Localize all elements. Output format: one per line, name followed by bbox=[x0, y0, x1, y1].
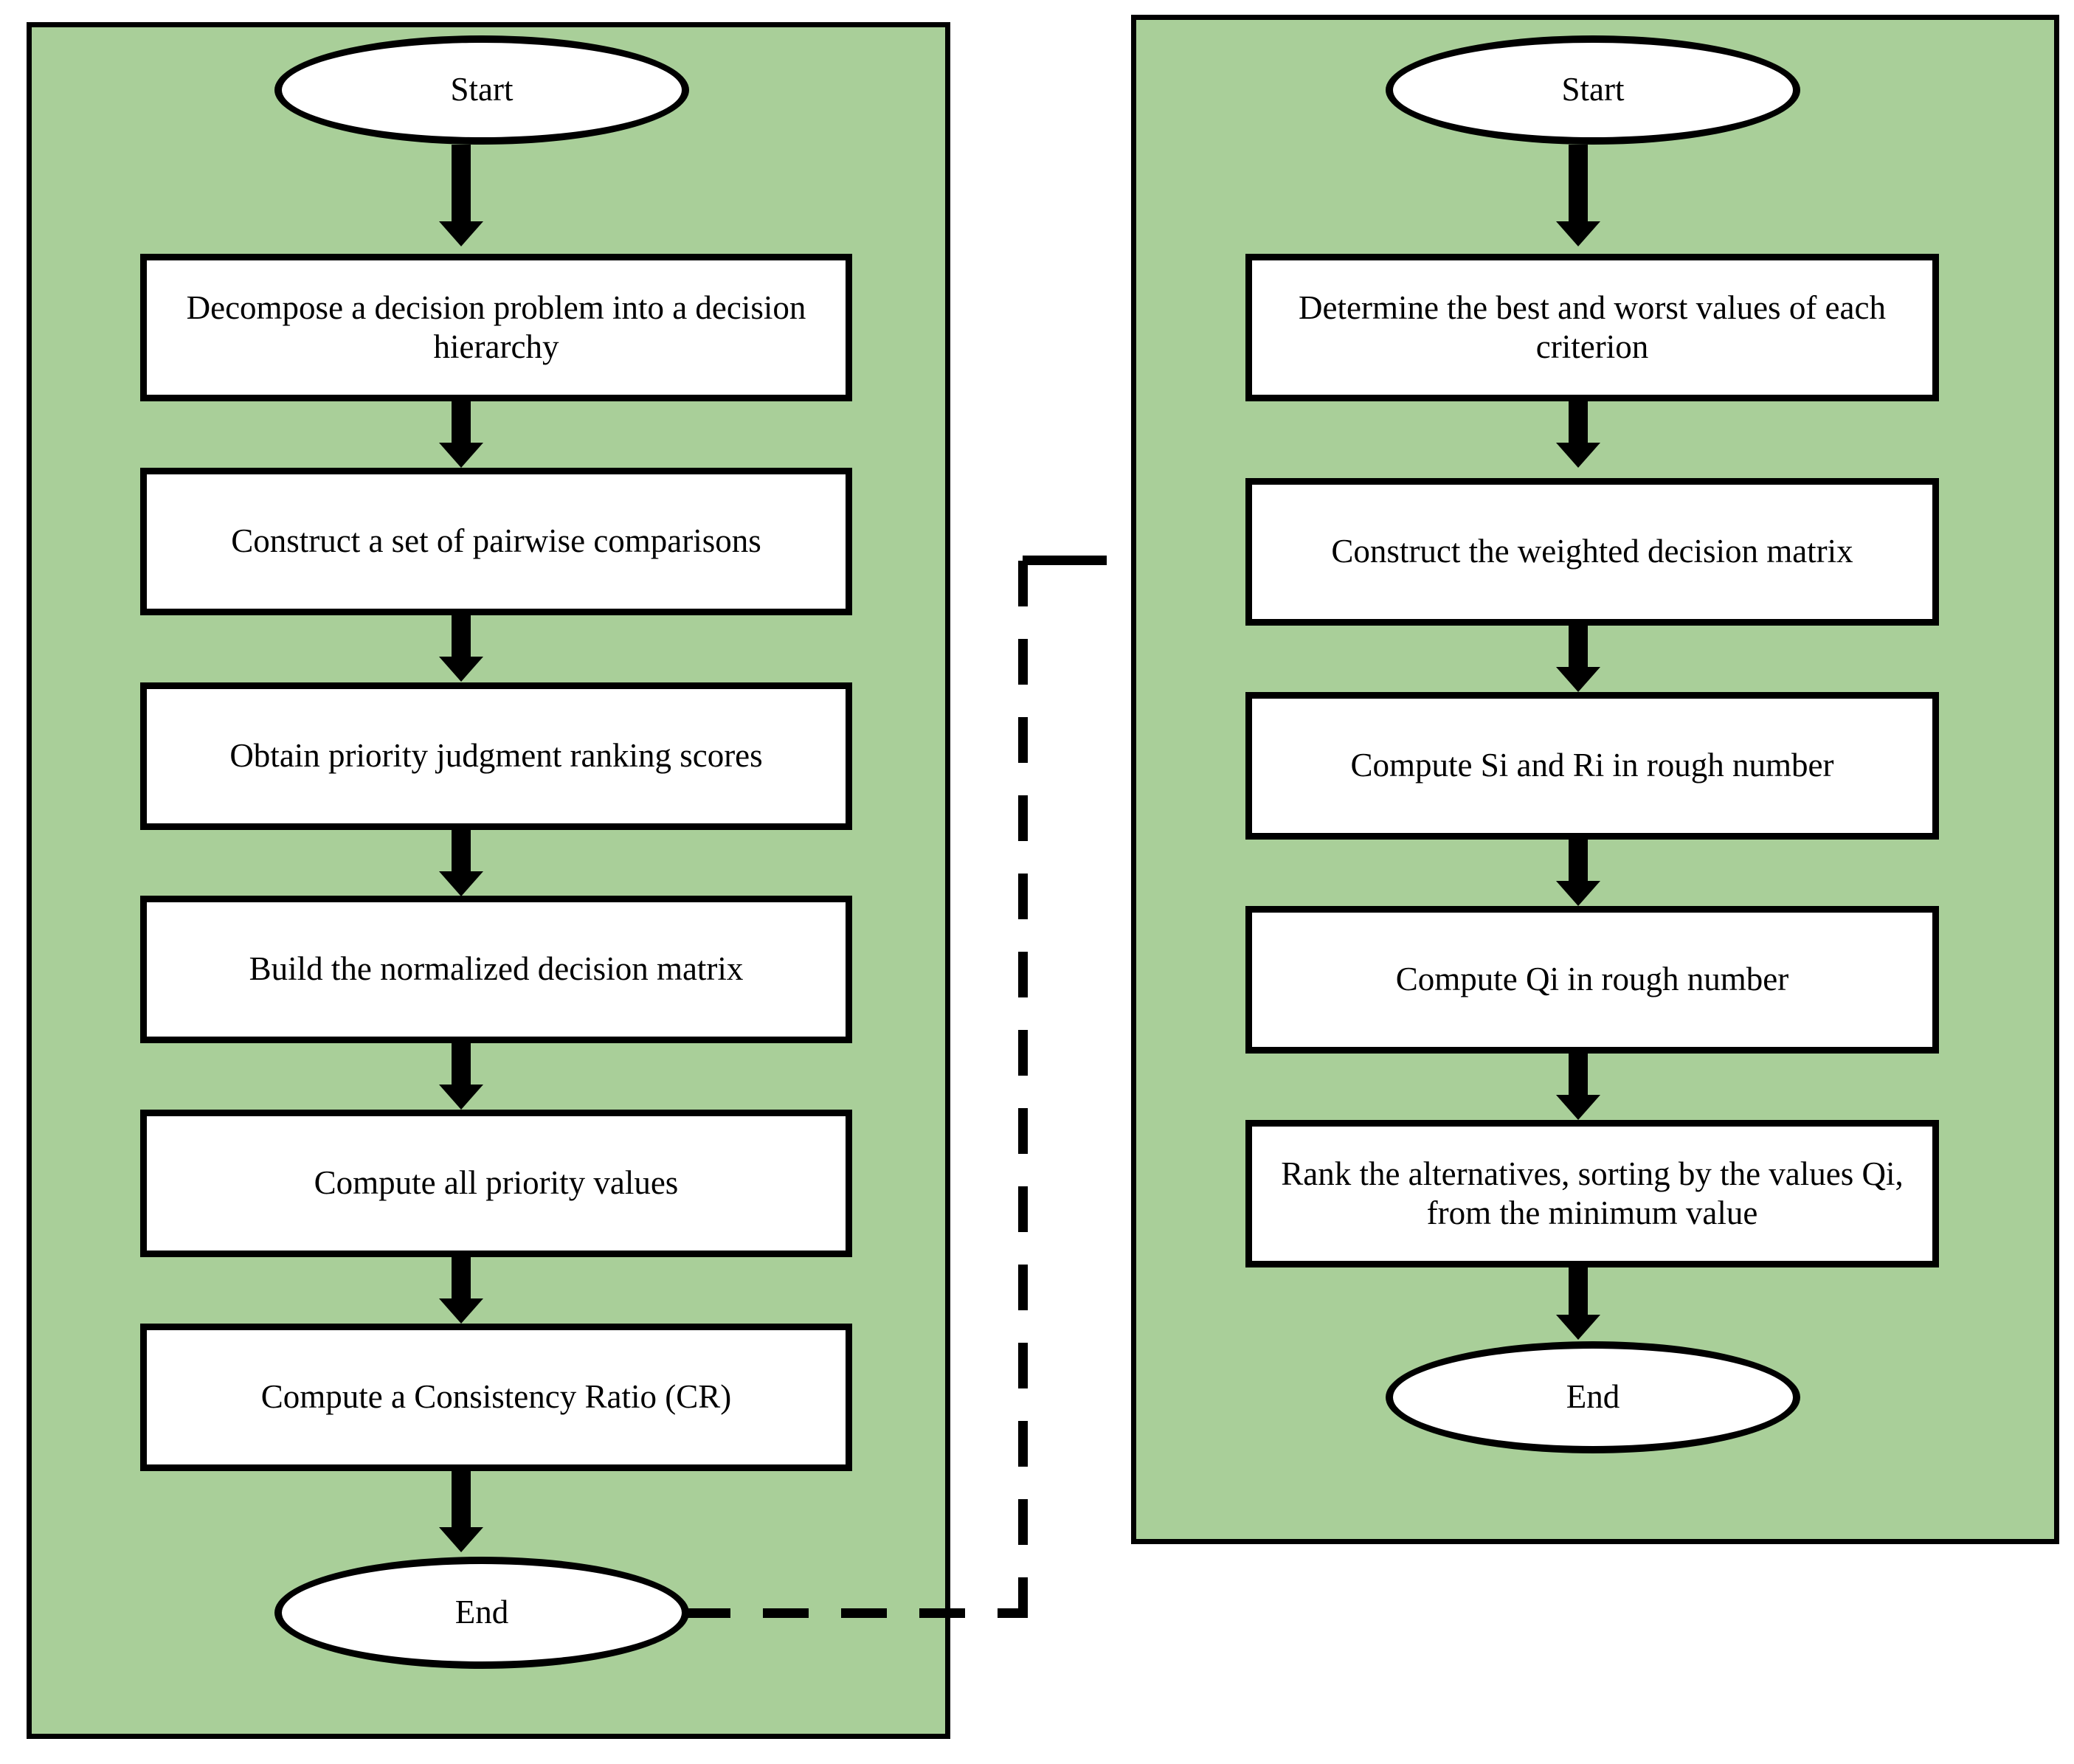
connector-right-0 bbox=[1569, 145, 1588, 226]
node-left-step-6[interactable]: Compute a Consistency Ratio (CR) bbox=[140, 1324, 852, 1471]
node-right-start[interactable]: Start bbox=[1386, 35, 1800, 145]
arrow-left-4 bbox=[439, 1085, 483, 1110]
node-left-end[interactable]: End bbox=[274, 1557, 689, 1669]
arrow-right-4 bbox=[1556, 1095, 1600, 1120]
arrow-left-3 bbox=[439, 871, 483, 896]
connector-left-5 bbox=[452, 1257, 471, 1303]
node-left-step-3[interactable]: Obtain priority judgment ranking scores bbox=[140, 682, 852, 830]
node-label: Start bbox=[450, 71, 514, 108]
arrow-right-0 bbox=[1556, 221, 1600, 246]
node-right-step-4[interactable]: Compute Qi in rough number bbox=[1245, 906, 1939, 1054]
connector-left-3 bbox=[452, 830, 471, 876]
connector-right-2 bbox=[1569, 626, 1588, 671]
connector-right-4 bbox=[1569, 1054, 1588, 1099]
connector-left-4 bbox=[452, 1043, 471, 1089]
node-right-step-3[interactable]: Compute Si and Ri in rough number bbox=[1245, 692, 1939, 840]
node-label: Build the normalized decision matrix bbox=[249, 950, 744, 988]
arrow-right-3 bbox=[1556, 881, 1600, 906]
arrow-left-0 bbox=[439, 221, 483, 246]
node-label: Decompose a decision problem into a deci… bbox=[186, 288, 806, 365]
node-left-step-1[interactable]: Decompose a decision problem into a deci… bbox=[140, 254, 852, 401]
node-label: Obtain priority judgment ranking scores bbox=[229, 737, 763, 775]
node-label: Construct the weighted decision matrix bbox=[1331, 533, 1853, 570]
node-label: Determine the best and worst values of e… bbox=[1299, 288, 1886, 365]
node-label: Rank the alternatives, sorting by the va… bbox=[1281, 1155, 1904, 1231]
node-right-step-5[interactable]: Rank the alternatives, sorting by the va… bbox=[1245, 1120, 1939, 1267]
arrow-left-1 bbox=[439, 443, 483, 468]
crosslink-dash-horizontal-top bbox=[1023, 556, 1107, 565]
arrow-left-2 bbox=[439, 657, 483, 682]
arrow-right-2 bbox=[1556, 667, 1600, 692]
node-label: Compute Si and Ri in rough number bbox=[1350, 747, 1834, 784]
crosslink-dash-horizontal-bottom bbox=[685, 1608, 1028, 1618]
connector-left-2 bbox=[452, 615, 471, 661]
node-left-step-2[interactable]: Construct a set of pairwise comparisons bbox=[140, 468, 852, 615]
connector-right-1 bbox=[1569, 401, 1588, 447]
node-left-step-5[interactable]: Compute all priority values bbox=[140, 1110, 852, 1257]
connector-right-3 bbox=[1569, 840, 1588, 885]
node-label: Compute Qi in rough number bbox=[1395, 961, 1789, 998]
node-label: Compute all priority values bbox=[314, 1164, 679, 1202]
arrow-right-5 bbox=[1556, 1315, 1600, 1340]
node-left-start[interactable]: Start bbox=[274, 35, 689, 145]
node-right-step-2[interactable]: Construct the weighted decision matrix bbox=[1245, 478, 1939, 626]
node-label: End bbox=[1566, 1378, 1620, 1416]
node-label: Compute a Consistency Ratio (CR) bbox=[260, 1378, 732, 1416]
connector-left-6 bbox=[452, 1471, 471, 1532]
arrow-left-6 bbox=[439, 1527, 483, 1552]
crosslink-dash-vertical bbox=[1018, 561, 1028, 1613]
arrow-left-5 bbox=[439, 1298, 483, 1324]
node-label: Construct a set of pairwise comparisons bbox=[231, 522, 761, 560]
arrow-right-1 bbox=[1556, 443, 1600, 468]
connector-right-5 bbox=[1569, 1267, 1588, 1319]
node-label: End bbox=[454, 1594, 509, 1631]
node-label: Start bbox=[1561, 71, 1625, 108]
node-right-end[interactable]: End bbox=[1386, 1341, 1800, 1453]
node-left-step-4[interactable]: Build the normalized decision matrix bbox=[140, 896, 852, 1043]
node-right-step-1[interactable]: Determine the best and worst values of e… bbox=[1245, 254, 1939, 401]
connector-left-1 bbox=[452, 401, 471, 447]
connector-left-0 bbox=[452, 145, 471, 226]
